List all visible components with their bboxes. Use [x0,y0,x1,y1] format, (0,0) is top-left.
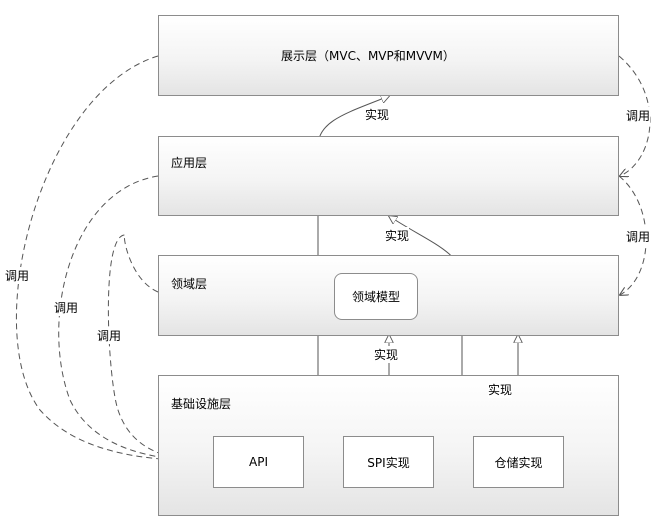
application-layer: 应用层 [158,136,619,216]
call-label-application-api: 调用 [54,299,79,316]
call-label-presentation-api: 调用 [5,267,30,284]
domain-model-box: 领域模型 [334,273,418,320]
repo-impl-box: 仓储实现 [473,436,564,488]
implement-label-application: 实现 [385,227,410,244]
application-layer-label: 应用层 [171,156,208,170]
application-calls-api-line [58,175,213,461]
api-box: API [213,436,304,488]
call-label-domain-api: 调用 [97,327,122,344]
implement-label-domain-model: 实现 [374,346,399,363]
call-label-application-domain: 调用 [626,228,651,245]
domain-layer-label: 领域层 [171,277,208,291]
presentation-calls-api-line [15,55,213,461]
spi-impl-box: SPI实现 [343,436,434,488]
implement-label-repo: 实现 [488,381,513,398]
implement-label-presentation: 实现 [365,106,390,123]
presentation-layer: 展示层（MVC、MVP和MVVM） [158,15,619,96]
call-label-presentation-application: 调用 [626,107,651,124]
infrastructure-layer-label: 基础设施层 [171,397,232,411]
presentation-layer-label: 展示层（MVC、MVP和MVVM） [281,49,455,63]
